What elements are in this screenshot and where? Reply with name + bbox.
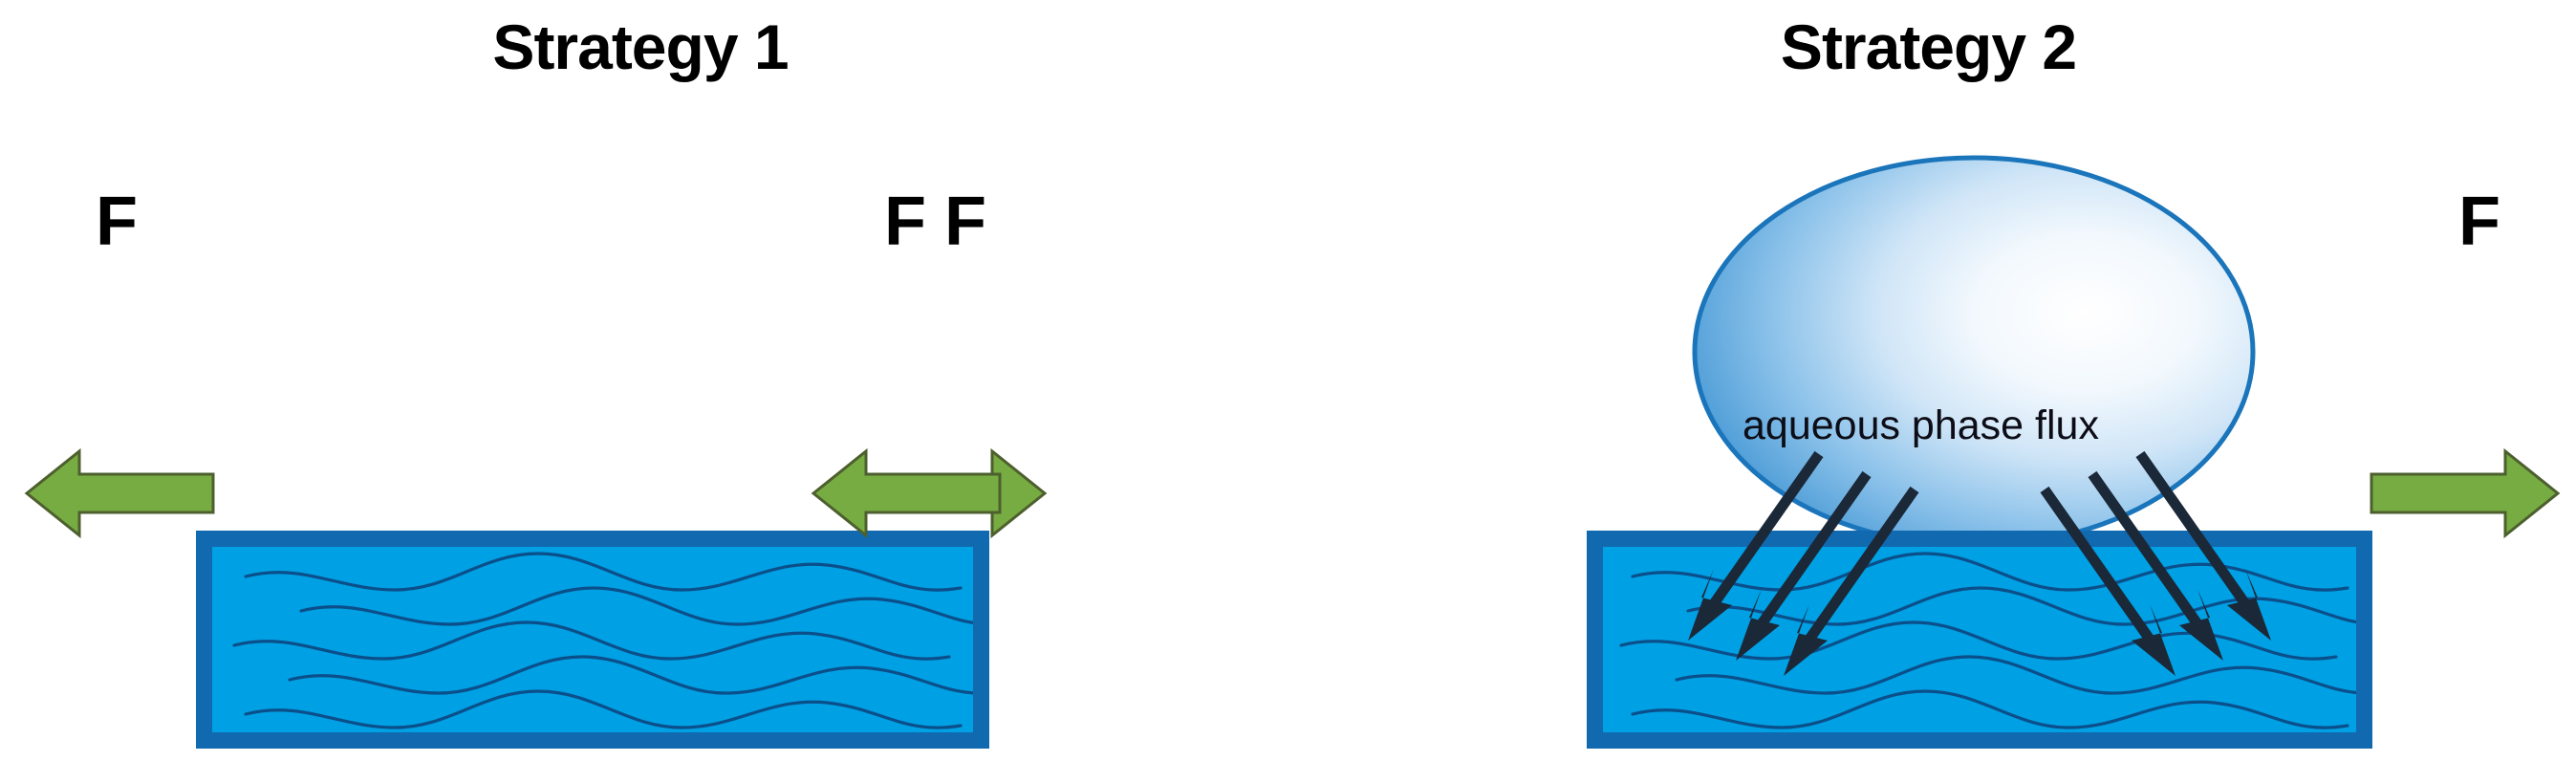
force-label-left-strategy-1: F <box>96 184 138 260</box>
panel-title-strategy-2: Strategy 2 <box>1780 11 2077 82</box>
force-label-right-strategy-1: F <box>944 184 986 260</box>
force-arrow-left-strategy-1 <box>24 447 215 539</box>
force-label-right-strategy-2: F <box>2458 184 2500 260</box>
water-slab-strategy-2 <box>1587 531 2372 749</box>
force-arrow-right-strategy-2 <box>2370 447 2561 539</box>
aqueous-phase-flux-label: aqueous phase flux <box>1743 402 2099 448</box>
force-arrow-left-strategy-2 <box>811 447 1002 539</box>
panel-title-strategy-1: Strategy 1 <box>492 11 789 82</box>
aqueous-flux-arrow-group <box>1587 445 2372 712</box>
panel-strategy-2: Strategy 2 F F <box>811 0 2576 783</box>
panel-strategy-1: Strategy 1 F F <box>0 0 1281 783</box>
water-slab-strategy-1 <box>196 531 989 749</box>
force-label-left-strategy-2: F <box>884 184 926 260</box>
